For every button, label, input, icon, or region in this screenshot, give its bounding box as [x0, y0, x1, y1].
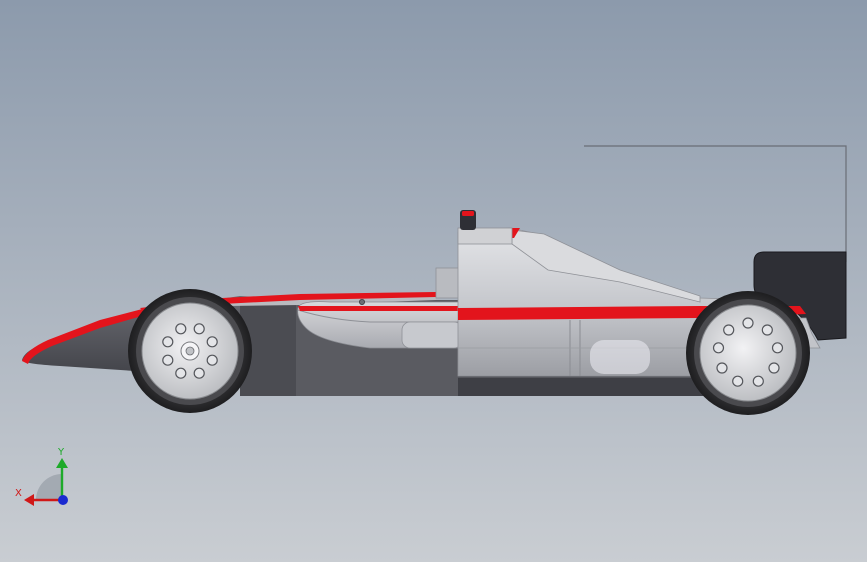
- front-rim-hole: [193, 323, 205, 335]
- airbox-red-tip: [510, 228, 520, 238]
- y-arrow-icon: [56, 458, 68, 468]
- roll-hoop[interactable]: [457, 227, 513, 245]
- rear-wheel[interactable]: [686, 291, 810, 415]
- triad-plane-indicator: [36, 474, 62, 500]
- front-rim-hole: [162, 336, 174, 348]
- front-rim-hole: [206, 354, 218, 366]
- bolt-fastener[interactable]: [358, 298, 365, 305]
- sidepod-lip: [297, 309, 460, 323]
- rear-rim-hole: [761, 324, 773, 336]
- front-rim-hole: [175, 323, 187, 335]
- front-rim-hole: [206, 336, 218, 348]
- rear-rim-hole: [771, 342, 784, 354]
- triad-z-axis: [58, 495, 68, 505]
- cockpit-side[interactable]: [435, 267, 461, 299]
- sidepod-red-trim: [298, 306, 460, 311]
- rear-rim-hole: [716, 362, 728, 374]
- triad-y-label: Y: [57, 447, 65, 458]
- camera-red-cap: [462, 211, 474, 216]
- front-rim-hole: [175, 367, 187, 379]
- sketch-line[interactable]: [584, 145, 847, 262]
- x-arrow-icon: [24, 494, 34, 506]
- rear-rim-hole: [712, 342, 725, 354]
- front-hub-nut: [185, 346, 195, 356]
- engine-reflection: [590, 340, 650, 374]
- floor-plank[interactable]: [458, 378, 713, 396]
- front-rim-hole: [193, 367, 205, 379]
- rear-rim-hole: [752, 375, 764, 387]
- front-wheel[interactable]: [128, 289, 252, 413]
- airbox-fairing[interactable]: [511, 229, 701, 303]
- coordinate-triad[interactable]: Y X: [15, 447, 68, 506]
- front-rim-hole: [162, 354, 174, 366]
- sidepod-bulge[interactable]: [401, 321, 463, 349]
- rear-rim-hole: [742, 317, 754, 329]
- triad-x-label: X: [15, 488, 22, 499]
- rear-rim-hole: [732, 375, 744, 387]
- front-red-stripe: [140, 292, 436, 314]
- rear-rim-hole: [723, 324, 735, 336]
- rear-rim-hole: [768, 362, 780, 374]
- nose-accent-stripe: [22, 308, 146, 364]
